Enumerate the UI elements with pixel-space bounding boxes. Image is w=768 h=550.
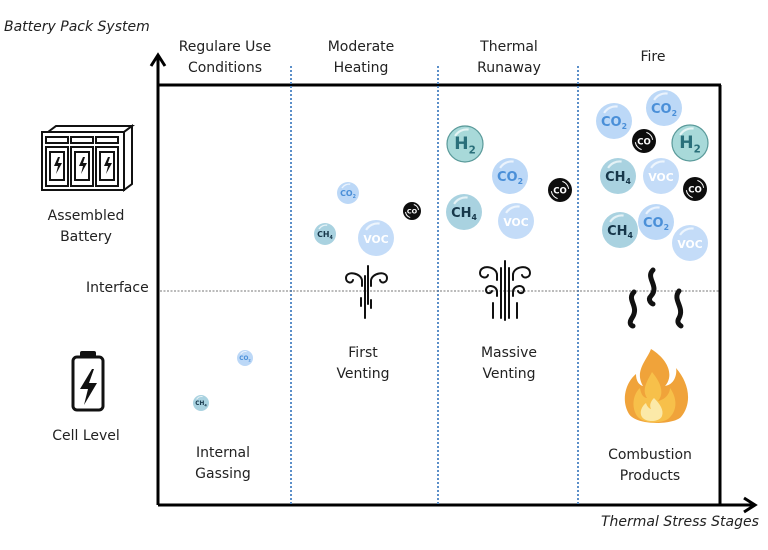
- gas-co2-label: CO2: [497, 170, 523, 186]
- level-label-cell: Cell Level: [52, 428, 120, 444]
- gas-co2-bubble: CO2: [596, 103, 632, 139]
- level-label-interface: Interface: [86, 280, 149, 296]
- assembled-battery-icon: [41, 124, 135, 192]
- gas-voc-bubble: VOC: [358, 220, 394, 256]
- gas-h2-bubble: H2: [446, 125, 484, 163]
- stage-caption-combustion-products: Combustion Products: [608, 447, 692, 484]
- smoke-icon: [627, 267, 684, 329]
- stage-title-thermal-runaway: Thermal Runaway: [477, 39, 541, 76]
- gas-voc-label: VOC: [363, 233, 388, 246]
- gas-ch4-bubble: CH4: [602, 212, 638, 248]
- stage-title-moderate-heating: Moderate Heating: [327, 39, 395, 76]
- y-axis-label: Battery Pack System: [4, 19, 150, 35]
- gas-voc-label: VOC: [503, 216, 528, 229]
- gas-co-bubble: CO: [632, 129, 656, 153]
- cell-battery-icon: [71, 351, 105, 412]
- gas-co-bubble: CO: [683, 177, 707, 201]
- stage-caption-internal-gassing: Internal Gassing: [195, 445, 251, 482]
- flame-icon: [624, 349, 689, 424]
- gas-co2-label: CO2: [601, 115, 627, 131]
- gas-co2-bubble: CO2: [638, 204, 674, 240]
- stage-caption-massive-venting: Massive Venting: [480, 345, 538, 382]
- gas-ch4-label: CH4: [317, 230, 333, 241]
- gas-co2-label: CO2: [651, 102, 677, 118]
- level-label-assembled-battery: Assembled Battery: [47, 208, 125, 245]
- gas-voc-bubble: VOC: [498, 203, 534, 239]
- gas-co2-label: CO2: [643, 216, 669, 232]
- gas-ch4-label: CH4: [195, 401, 207, 407]
- gas-ch4-label: CH4: [605, 170, 631, 186]
- gas-ch4-label: CH4: [451, 206, 477, 222]
- stage-title-fire: Fire: [640, 49, 666, 65]
- gas-co2-bubble: CO2: [646, 90, 682, 126]
- gas-ch4-label: CH4: [607, 224, 633, 240]
- gas-voc-label: VOC: [677, 238, 702, 251]
- gas-ch4-bubble: CH4: [193, 395, 209, 411]
- gas-co2-label: CO2: [239, 356, 251, 362]
- stage-caption-first-venting: First Venting: [336, 345, 390, 382]
- gas-ch4-bubble: CH4: [600, 158, 636, 194]
- first-venting-icon: [344, 265, 389, 319]
- gas-h2-bubble: H2: [671, 124, 709, 162]
- gas-co-label: CO: [407, 208, 418, 216]
- x-axis-label: Thermal Stress Stages: [601, 514, 759, 530]
- x-axis-arrow: [743, 496, 758, 514]
- gas-ch4-bubble: CH4: [314, 223, 336, 245]
- stage-title-regular-use: Regulare Use Conditions: [178, 39, 272, 76]
- gas-co-label: CO: [637, 137, 651, 147]
- massive-venting-icon: [478, 260, 532, 321]
- gas-co2-bubble: CO2: [492, 158, 528, 194]
- gas-co-bubble: CO: [548, 178, 572, 202]
- gas-co-label: CO: [553, 186, 567, 196]
- gas-co-label: CO: [688, 185, 702, 195]
- gas-co2-bubble: CO2: [237, 350, 253, 366]
- gas-ch4-bubble: CH4: [446, 194, 482, 230]
- gas-voc-bubble: VOC: [672, 225, 708, 261]
- gas-co2-label: CO2: [340, 189, 356, 200]
- gas-voc-label: VOC: [648, 171, 673, 184]
- y-axis-arrow: [149, 52, 167, 67]
- gas-co2-bubble: CO2: [337, 182, 359, 204]
- gas-voc-bubble: VOC: [643, 158, 679, 194]
- gas-co-bubble: CO: [403, 202, 421, 220]
